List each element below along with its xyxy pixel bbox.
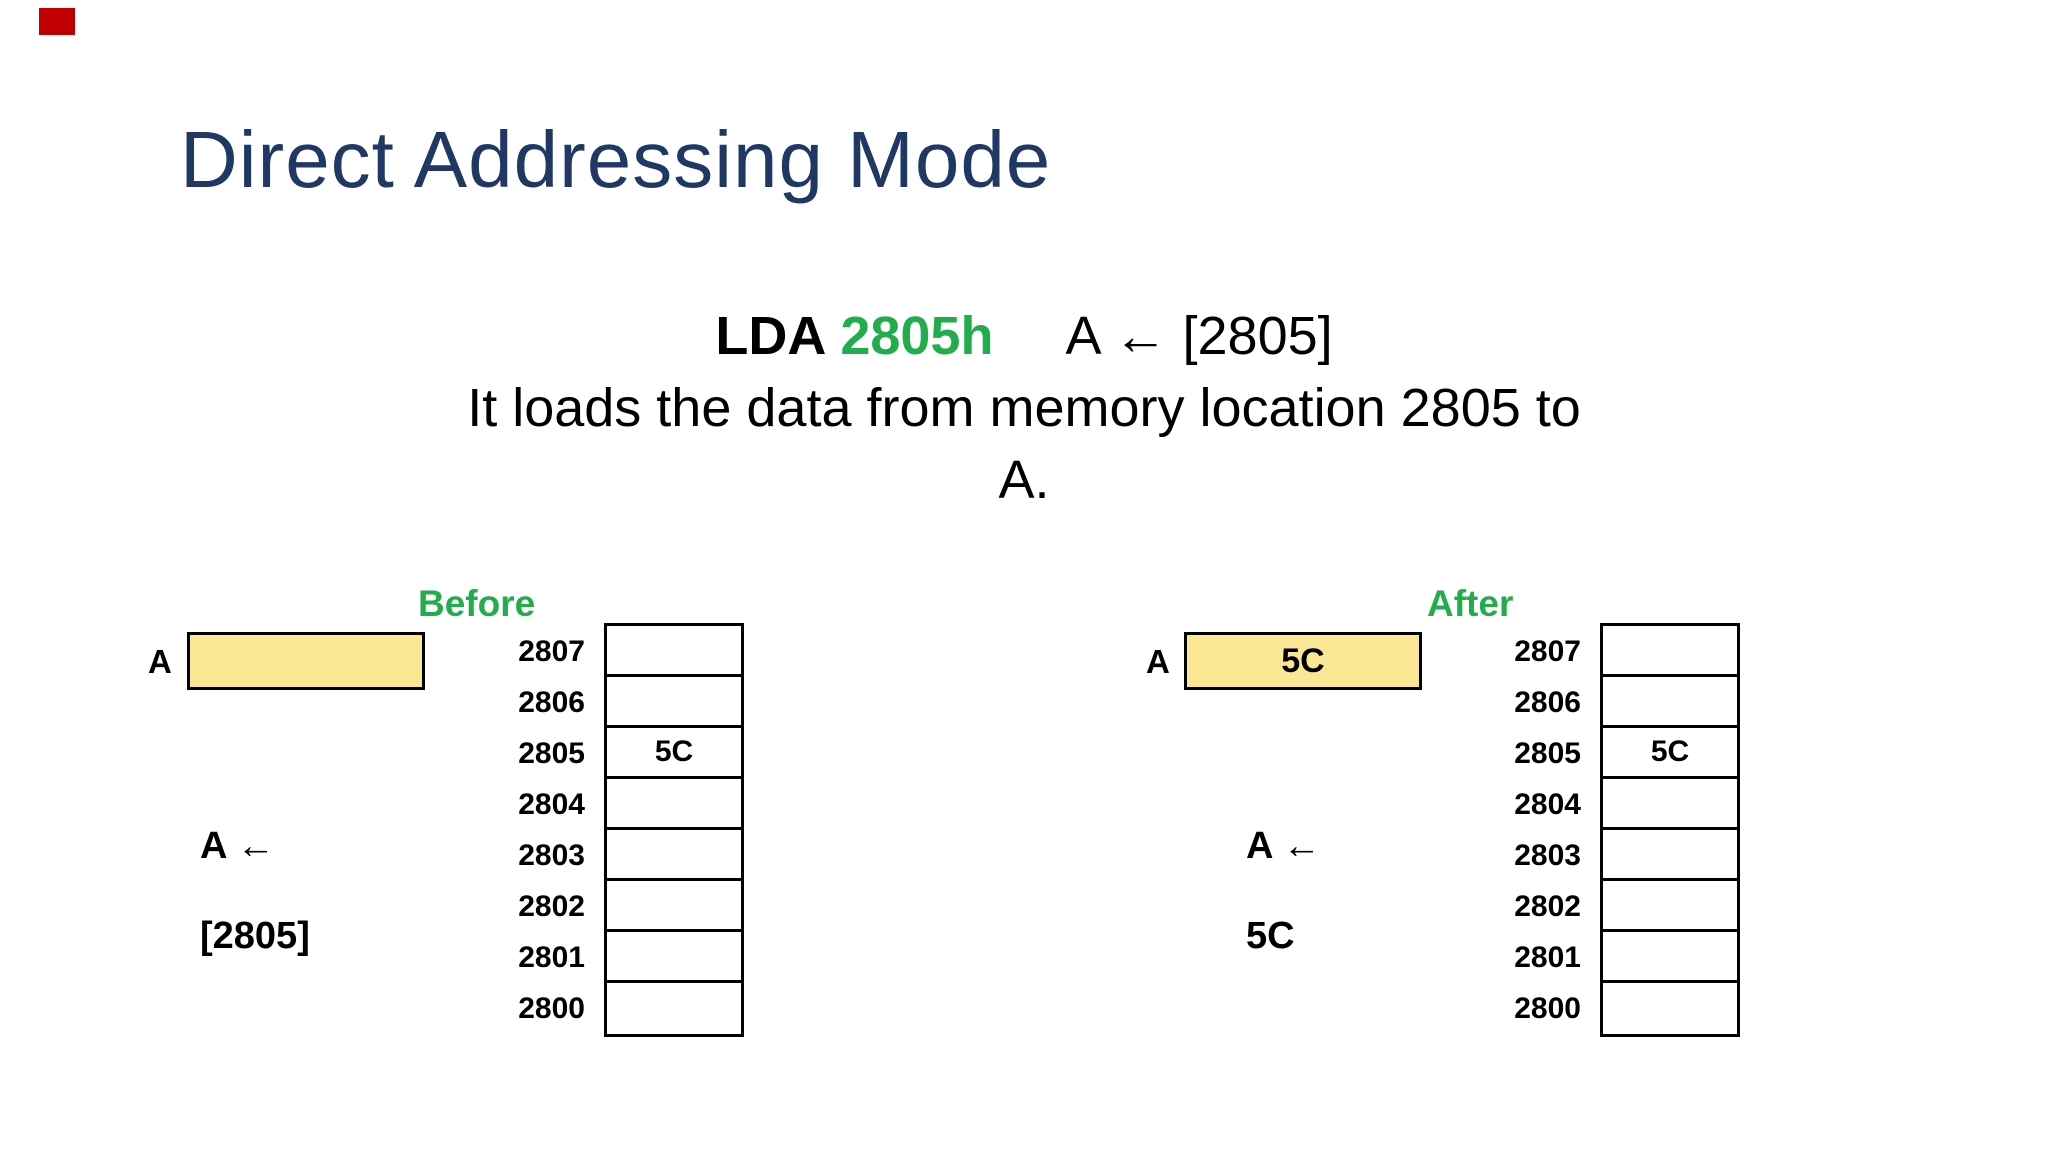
register-a-label-after: A	[1146, 643, 1170, 680]
memory-address-column-before: 2807 2806 2805 2804 2803 2802 2801 2800	[420, 626, 585, 1034]
mnemonic-text: LDA	[715, 306, 827, 366]
register-a-value-after: 5C	[1281, 641, 1325, 680]
memory-address-column-after: 2807 2806 2805 2804 2803 2802 2801 2800	[1416, 626, 1581, 1034]
memory-cell	[1603, 677, 1737, 728]
address-label: 2800	[518, 992, 585, 1025]
after-label: After	[1427, 583, 1514, 624]
before-caption: A ← [2805]	[200, 779, 310, 1004]
memory-cell	[1603, 881, 1737, 932]
address-label: 2805	[518, 737, 585, 770]
address-label: 2806	[518, 686, 585, 719]
memory-cell	[1603, 932, 1737, 983]
memory-cell	[1603, 830, 1737, 881]
memory-cell: 5C	[1603, 728, 1737, 779]
recording-indicator	[39, 8, 75, 35]
address-label: 2807	[518, 635, 585, 668]
before-caption-line-1: A ←	[200, 825, 275, 867]
address-label: 2801	[518, 941, 585, 974]
address-label: 2802	[1514, 890, 1581, 923]
memory-cell	[607, 779, 741, 830]
memory-cell	[1603, 779, 1737, 830]
address-label: 2804	[518, 788, 585, 821]
memory-table-after: 5C	[1600, 623, 1740, 1037]
register-a-box-before	[187, 632, 425, 690]
before-label: Before	[418, 583, 536, 624]
address-label: 2803	[1514, 839, 1581, 872]
effect-text: A ← [2805]	[1065, 306, 1333, 366]
memory-cell	[607, 830, 741, 881]
address-label: 2800	[1514, 992, 1581, 1025]
register-a-label-before: A	[148, 643, 172, 680]
memory-cell	[1603, 983, 1737, 1034]
description-line-1: It loads the data from memory location 2…	[467, 378, 1581, 438]
memory-cell	[607, 881, 741, 932]
after-caption-line-2: 5C	[1246, 915, 1295, 957]
operand-text: 2805h	[840, 306, 994, 366]
address-label: 2803	[518, 839, 585, 872]
address-label: 2801	[1514, 941, 1581, 974]
address-label: 2804	[1514, 788, 1581, 821]
memory-cell	[607, 677, 741, 728]
after-caption-line-1: A ←	[1246, 825, 1321, 867]
memory-cell	[1603, 626, 1737, 677]
memory-table-before: 5C	[604, 623, 744, 1037]
before-caption-line-2: [2805]	[200, 915, 310, 957]
after-caption: A ← 5C	[1246, 779, 1321, 1004]
memory-cell	[607, 626, 741, 677]
address-label: 2806	[1514, 686, 1581, 719]
address-label: 2807	[1514, 635, 1581, 668]
address-label: 2805	[1514, 737, 1581, 770]
memory-cell	[607, 932, 741, 983]
memory-cell	[607, 983, 741, 1034]
address-label: 2802	[518, 890, 585, 923]
memory-cell: 5C	[607, 728, 741, 779]
description-line-2: A.	[998, 450, 1050, 510]
register-a-box-after: 5C	[1184, 632, 1422, 690]
slide-title: Direct Addressing Mode	[180, 115, 1052, 204]
